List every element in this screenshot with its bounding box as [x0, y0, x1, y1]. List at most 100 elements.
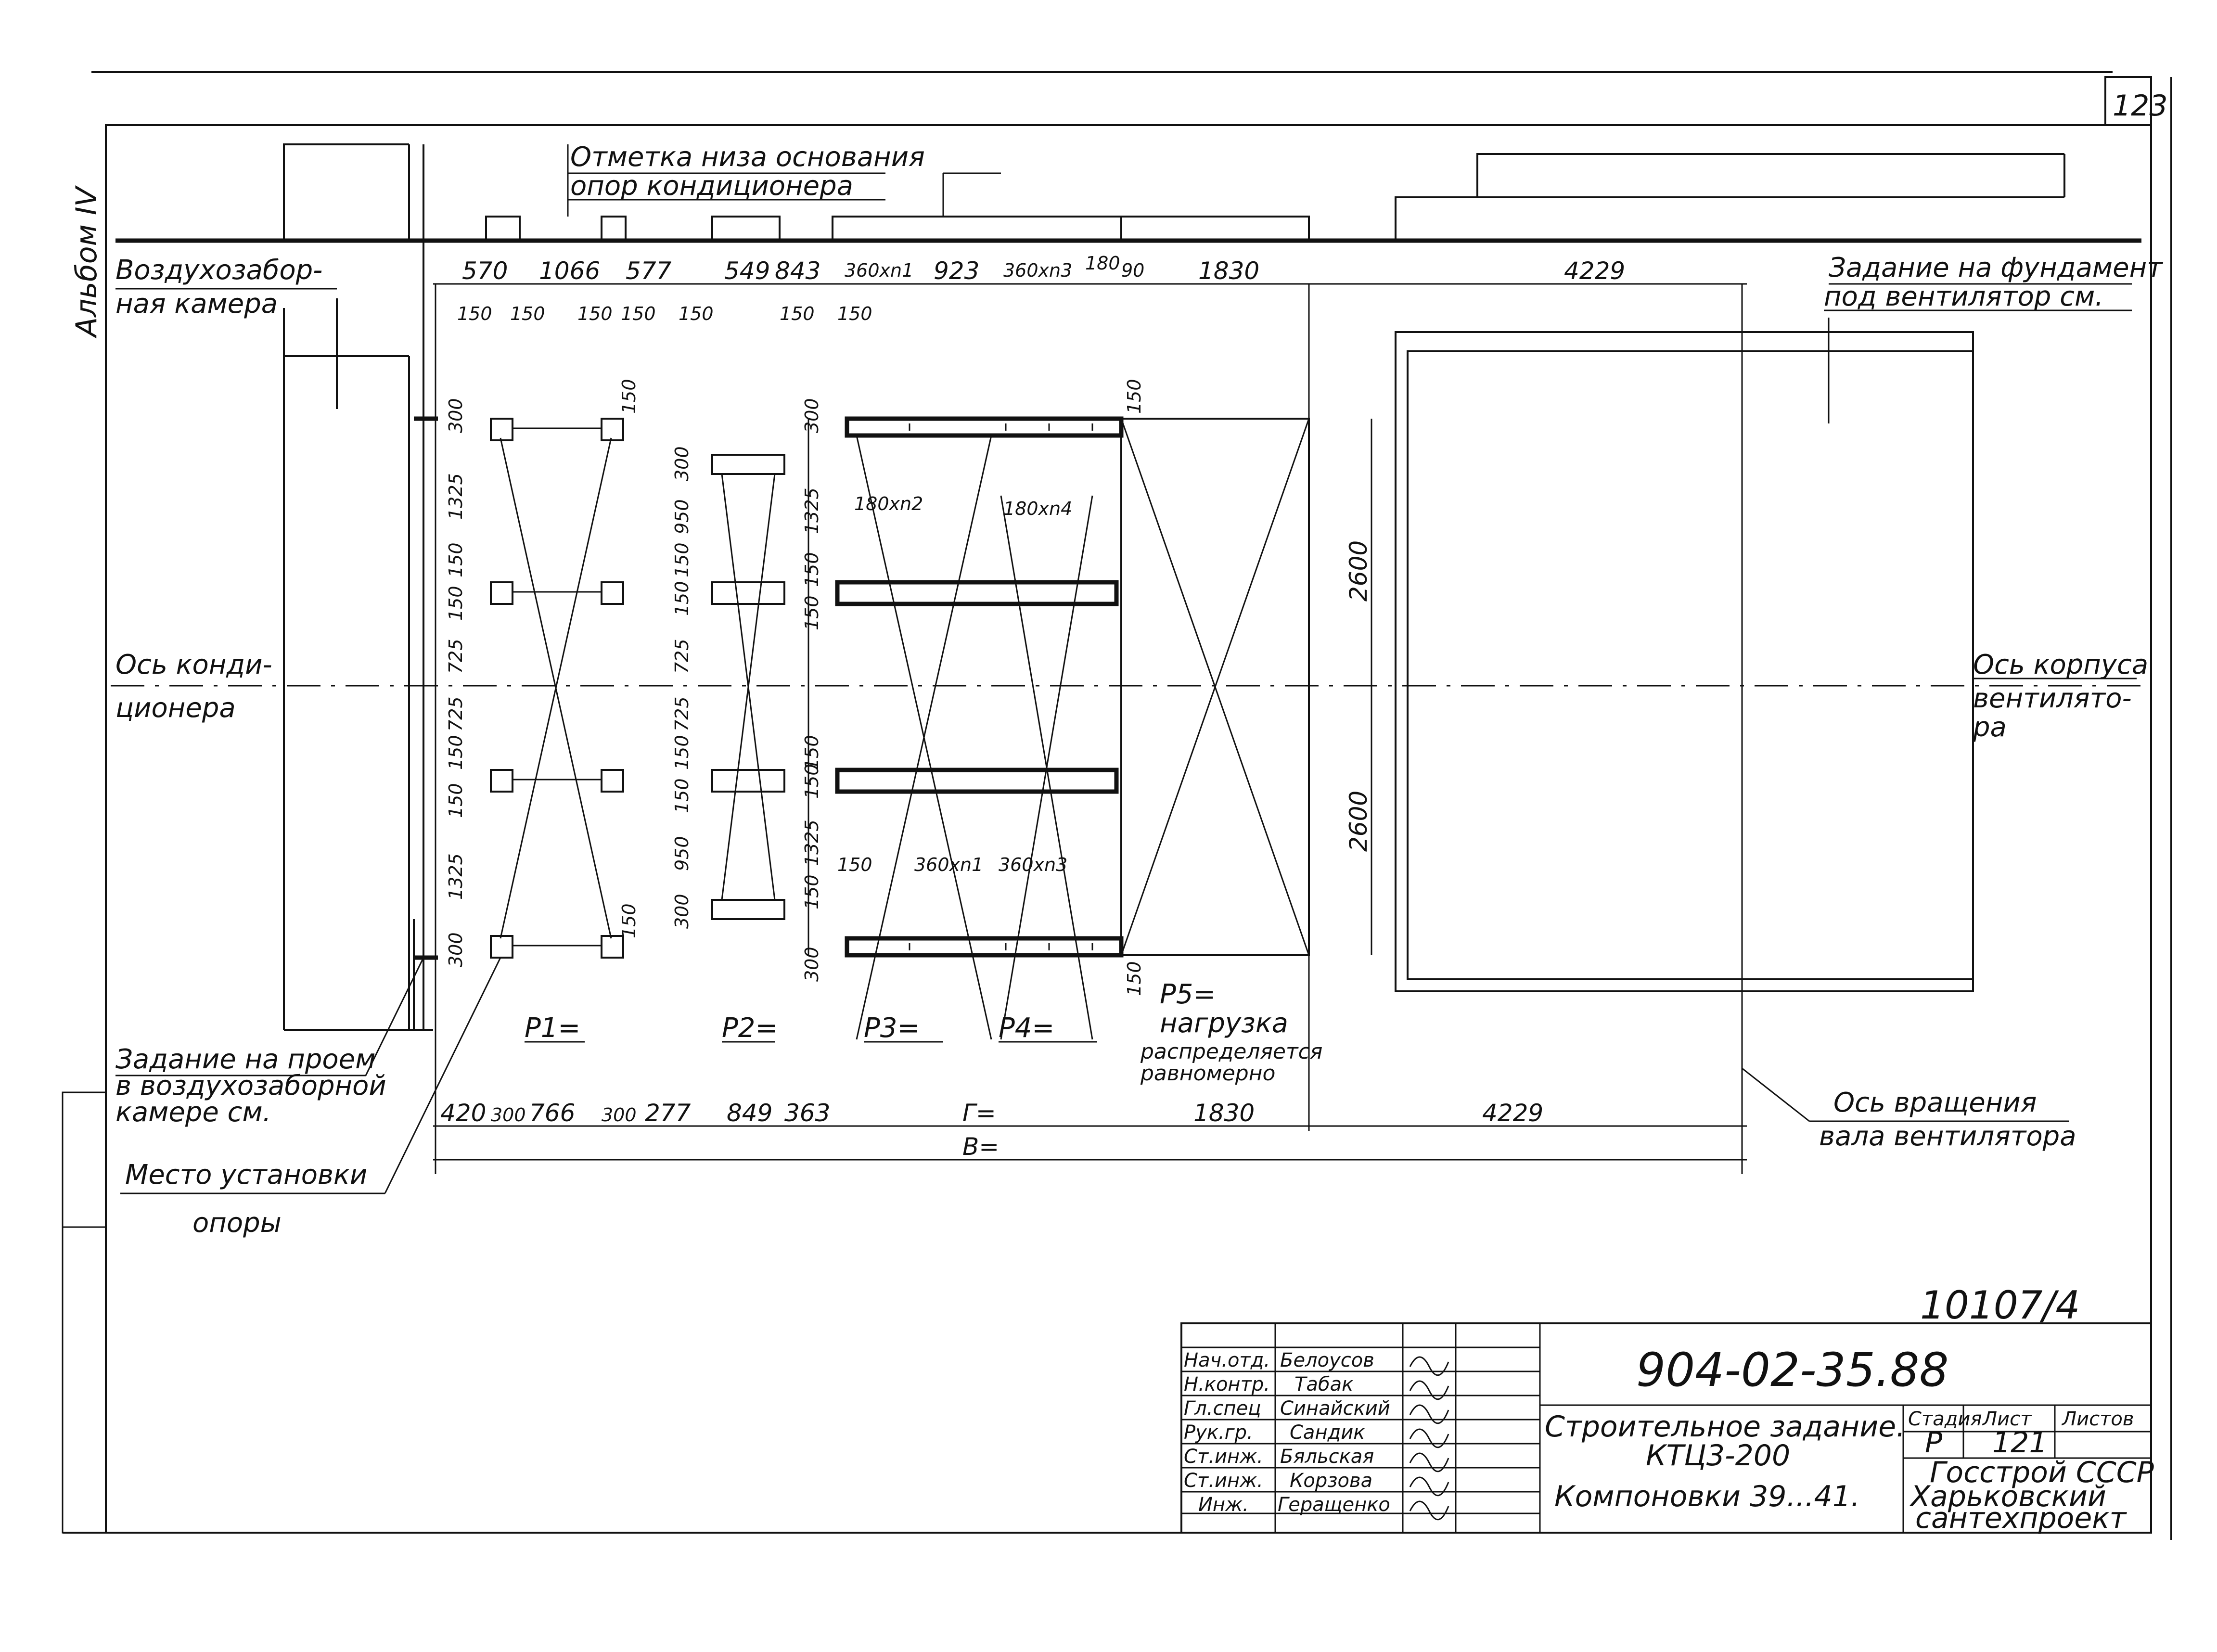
beam-label-1: 180xn4: [1003, 498, 1072, 519]
role-2: Гл.спец: [1184, 1397, 1261, 1420]
p5-line1: P5=: [1160, 979, 1216, 1010]
conditioner-axis-line1: Ось конди-: [115, 649, 272, 680]
dim-bottom-5: 849: [727, 1099, 772, 1127]
beam-label-2: 360xn1: [914, 854, 983, 875]
sheets-header: Листов: [2061, 1408, 2134, 1430]
dim-vr-5: 150: [801, 764, 822, 799]
base-mark-note-line1: Отметка низа основания: [570, 141, 925, 173]
title-line1: Строительное задание.: [1545, 1410, 1905, 1444]
dim-bottom-3: 300: [602, 1104, 637, 1126]
dim-small-0: 150: [457, 303, 492, 324]
vertical-dimensions-left: 300 1325 150 150 725 725 150 150 1325 30…: [445, 398, 466, 967]
dim-far-1: 2600: [1345, 791, 1372, 852]
rotation-axis-line2: вала вентилятора: [1819, 1121, 2076, 1152]
intake-chamber-note-line1: Воздухозабор-: [115, 255, 322, 286]
sheet-value: 121: [1992, 1426, 2048, 1460]
dim-small-3: 150: [621, 303, 656, 324]
load-p1: P1=: [525, 1012, 580, 1044]
role-6: Инж.: [1198, 1494, 1249, 1516]
dim-vl-1: 1325: [445, 473, 466, 520]
name-5: Корзова: [1290, 1470, 1372, 1492]
fan-body-axis-line3: ра: [1973, 712, 2007, 743]
dim-vl-8: 1325: [445, 853, 466, 900]
side-150-labels: 150 150 150 150 150: [618, 379, 1145, 996]
sheet-header: Лист: [1982, 1408, 2032, 1430]
dim-top-11: 4229: [1564, 257, 1625, 285]
name-2: Синайский: [1280, 1397, 1390, 1420]
p5-line2: нагрузка: [1160, 1008, 1288, 1039]
dim-top-0: 570: [462, 257, 508, 285]
dim-top-7: 360xn3: [1003, 260, 1072, 281]
dim-top-8: 180: [1085, 253, 1120, 274]
dim-top-3: 549: [724, 257, 770, 285]
dim-vr-0: 300: [801, 398, 822, 433]
role-0: Нач.отд.: [1184, 1349, 1270, 1371]
dim-vr-4: 150: [801, 735, 822, 770]
dim-vm-1: 950: [671, 499, 692, 534]
org-line2: Харьковский: [1909, 1480, 2106, 1513]
support-place-line1: Место установки: [125, 1159, 367, 1191]
dim-top-4: 843: [775, 257, 820, 285]
side-150-0: 150: [618, 379, 640, 414]
org-line3: сантехпроект: [1915, 1501, 2127, 1535]
base-mark-note-line2: опор кондиционера: [570, 170, 853, 202]
title-block: [1180, 1322, 2152, 1534]
dim-bottom-2: 766: [529, 1099, 575, 1127]
load-p2: P2=: [722, 1012, 778, 1044]
support-place-line2: опоры: [192, 1207, 282, 1239]
dim-vm-7: 150: [671, 778, 692, 813]
rotation-axis-line1: Ось вращения: [1833, 1087, 2037, 1118]
conditioner-axis-line2: ционера: [115, 692, 236, 724]
vertical-dimensions-mid: 300 950 150 150 725 725 150 150 950 300: [671, 446, 692, 929]
dim-vm-5: 725: [671, 696, 692, 731]
dim-vl-6: 150: [445, 735, 466, 770]
dim-vm-6: 150: [671, 735, 692, 770]
side-150-4: 150: [837, 854, 872, 875]
dim-vm-4: 725: [671, 639, 692, 674]
dim-bottom-8: 1830: [1193, 1099, 1255, 1127]
dim-top-5: 360xn1: [845, 260, 913, 281]
dim-vr-6: 1325: [801, 820, 822, 866]
fan-foundation-note-line1: Задание на фундамент: [1829, 252, 2163, 283]
dim-vl-3: 150: [445, 586, 466, 621]
dim-vm-9: 300: [671, 894, 692, 929]
dim-vl-2: 150: [445, 542, 466, 577]
opening-task-line1: Задание на проем: [115, 1044, 375, 1075]
dim-vr-3: 150: [801, 595, 822, 630]
opening-task-line3: камере см.: [115, 1097, 271, 1128]
title-line2: КТЦ3-200: [1646, 1439, 1790, 1473]
sheet-frame: [62, 71, 2172, 1540]
dim-vl-0: 300: [445, 398, 466, 433]
load-labels: P1= P2= P3= P4=: [525, 1012, 1097, 1044]
role-3: Рук.гр.: [1184, 1421, 1253, 1444]
signatures: [1409, 1356, 1449, 1521]
role-5: Ст.инж.: [1184, 1470, 1263, 1492]
name-4: Бяльская: [1280, 1446, 1374, 1468]
document-number: 10107/4: [1920, 1283, 2080, 1328]
dim-small-5: 150: [780, 303, 815, 324]
top-small-dimensions: 150 150 150 150 150 150 150: [457, 303, 872, 324]
dim-small-2: 150: [577, 303, 613, 324]
title-block-names: Белоусов Табак Синайский Сандик Бяльская…: [1278, 1349, 1390, 1516]
p5-note: P5= нагрузка распределяется равномерно: [1140, 979, 1322, 1086]
dim-bottom-6: 363: [784, 1099, 830, 1127]
dim-vr-2: 150: [801, 552, 822, 587]
side-150-1: 150: [618, 903, 640, 938]
load-p4: P4=: [999, 1012, 1054, 1044]
dim-top-9: 90: [1121, 260, 1144, 281]
dim-vm-0: 300: [671, 446, 692, 481]
dim-bottom-9: 4229: [1482, 1099, 1543, 1127]
dim-small-6: 150: [837, 303, 872, 324]
beam-label-3: 360xn3: [999, 854, 1067, 875]
dim-small-1: 150: [510, 303, 545, 324]
stage-header: Стадия: [1908, 1408, 1982, 1430]
dim-top-10: 1830: [1198, 257, 1259, 285]
dim-vl-7: 150: [445, 783, 466, 818]
vertical-dimensions-right: 300 1325 150 150 150 150 1325 150 300: [801, 398, 822, 982]
dim-vl-4: 725: [445, 639, 466, 674]
album-label: Альбом IV: [70, 185, 103, 339]
dim-total: B=: [962, 1133, 999, 1161]
dim-vr-1: 1325: [801, 487, 822, 534]
name-0: Белоусов: [1280, 1349, 1374, 1371]
intake-chamber-note-line2: ная камера: [115, 288, 278, 320]
